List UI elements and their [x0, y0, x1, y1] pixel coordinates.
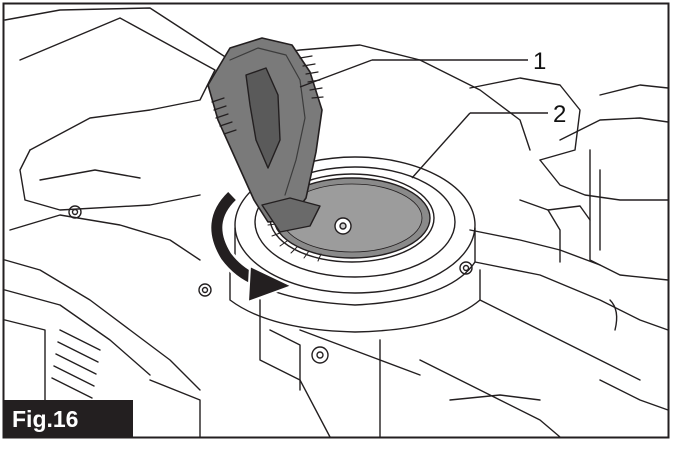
leader-1	[299, 59, 373, 88]
screw-2	[198, 283, 212, 297]
figure-border	[2, 2, 670, 439]
screw-1	[68, 205, 82, 219]
lever-slot	[245, 67, 281, 169]
curved-arrow-clockwise-icon	[208, 188, 295, 304]
callout-label-2: 2	[553, 101, 567, 128]
housing-left-ridge	[19, 17, 216, 151]
lever-grip-ribs	[299, 55, 324, 99]
vent-slats	[51, 329, 101, 399]
callout-label-1: 1	[533, 48, 547, 75]
figure-label: Fig.16	[4, 400, 133, 438]
flange-outer	[234, 156, 476, 294]
leader-2	[411, 112, 471, 179]
flange-mid	[254, 166, 456, 278]
housing-left-top	[4, 7, 531, 151]
